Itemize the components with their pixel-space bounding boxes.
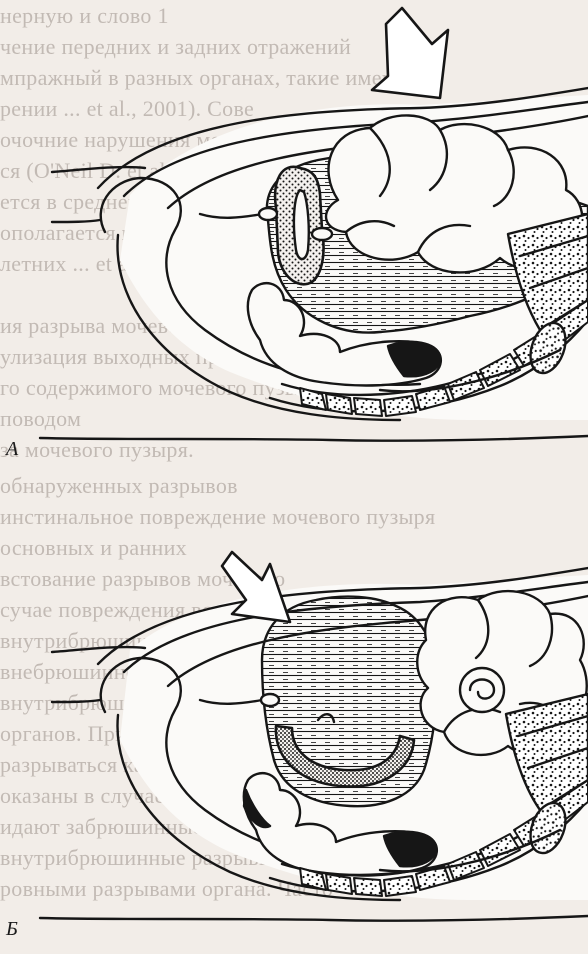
panel-label-b: Б (6, 918, 18, 941)
skin-line-a1 (52, 167, 145, 172)
leg-line-b (40, 916, 588, 921)
skin-line-a2 (52, 220, 100, 222)
skin-line-b2 (52, 700, 100, 702)
urethra-opening-b (261, 694, 279, 706)
arrow-a (372, 8, 448, 98)
panel-b (40, 552, 588, 921)
panel-a (40, 8, 588, 441)
intestine-coil-b (460, 668, 504, 712)
urethra-opening-a (259, 208, 277, 220)
panel-label-a: А (6, 438, 18, 461)
leg-line-a (40, 436, 588, 441)
prostate-a (312, 228, 332, 240)
rupture-inner-a (294, 190, 309, 259)
